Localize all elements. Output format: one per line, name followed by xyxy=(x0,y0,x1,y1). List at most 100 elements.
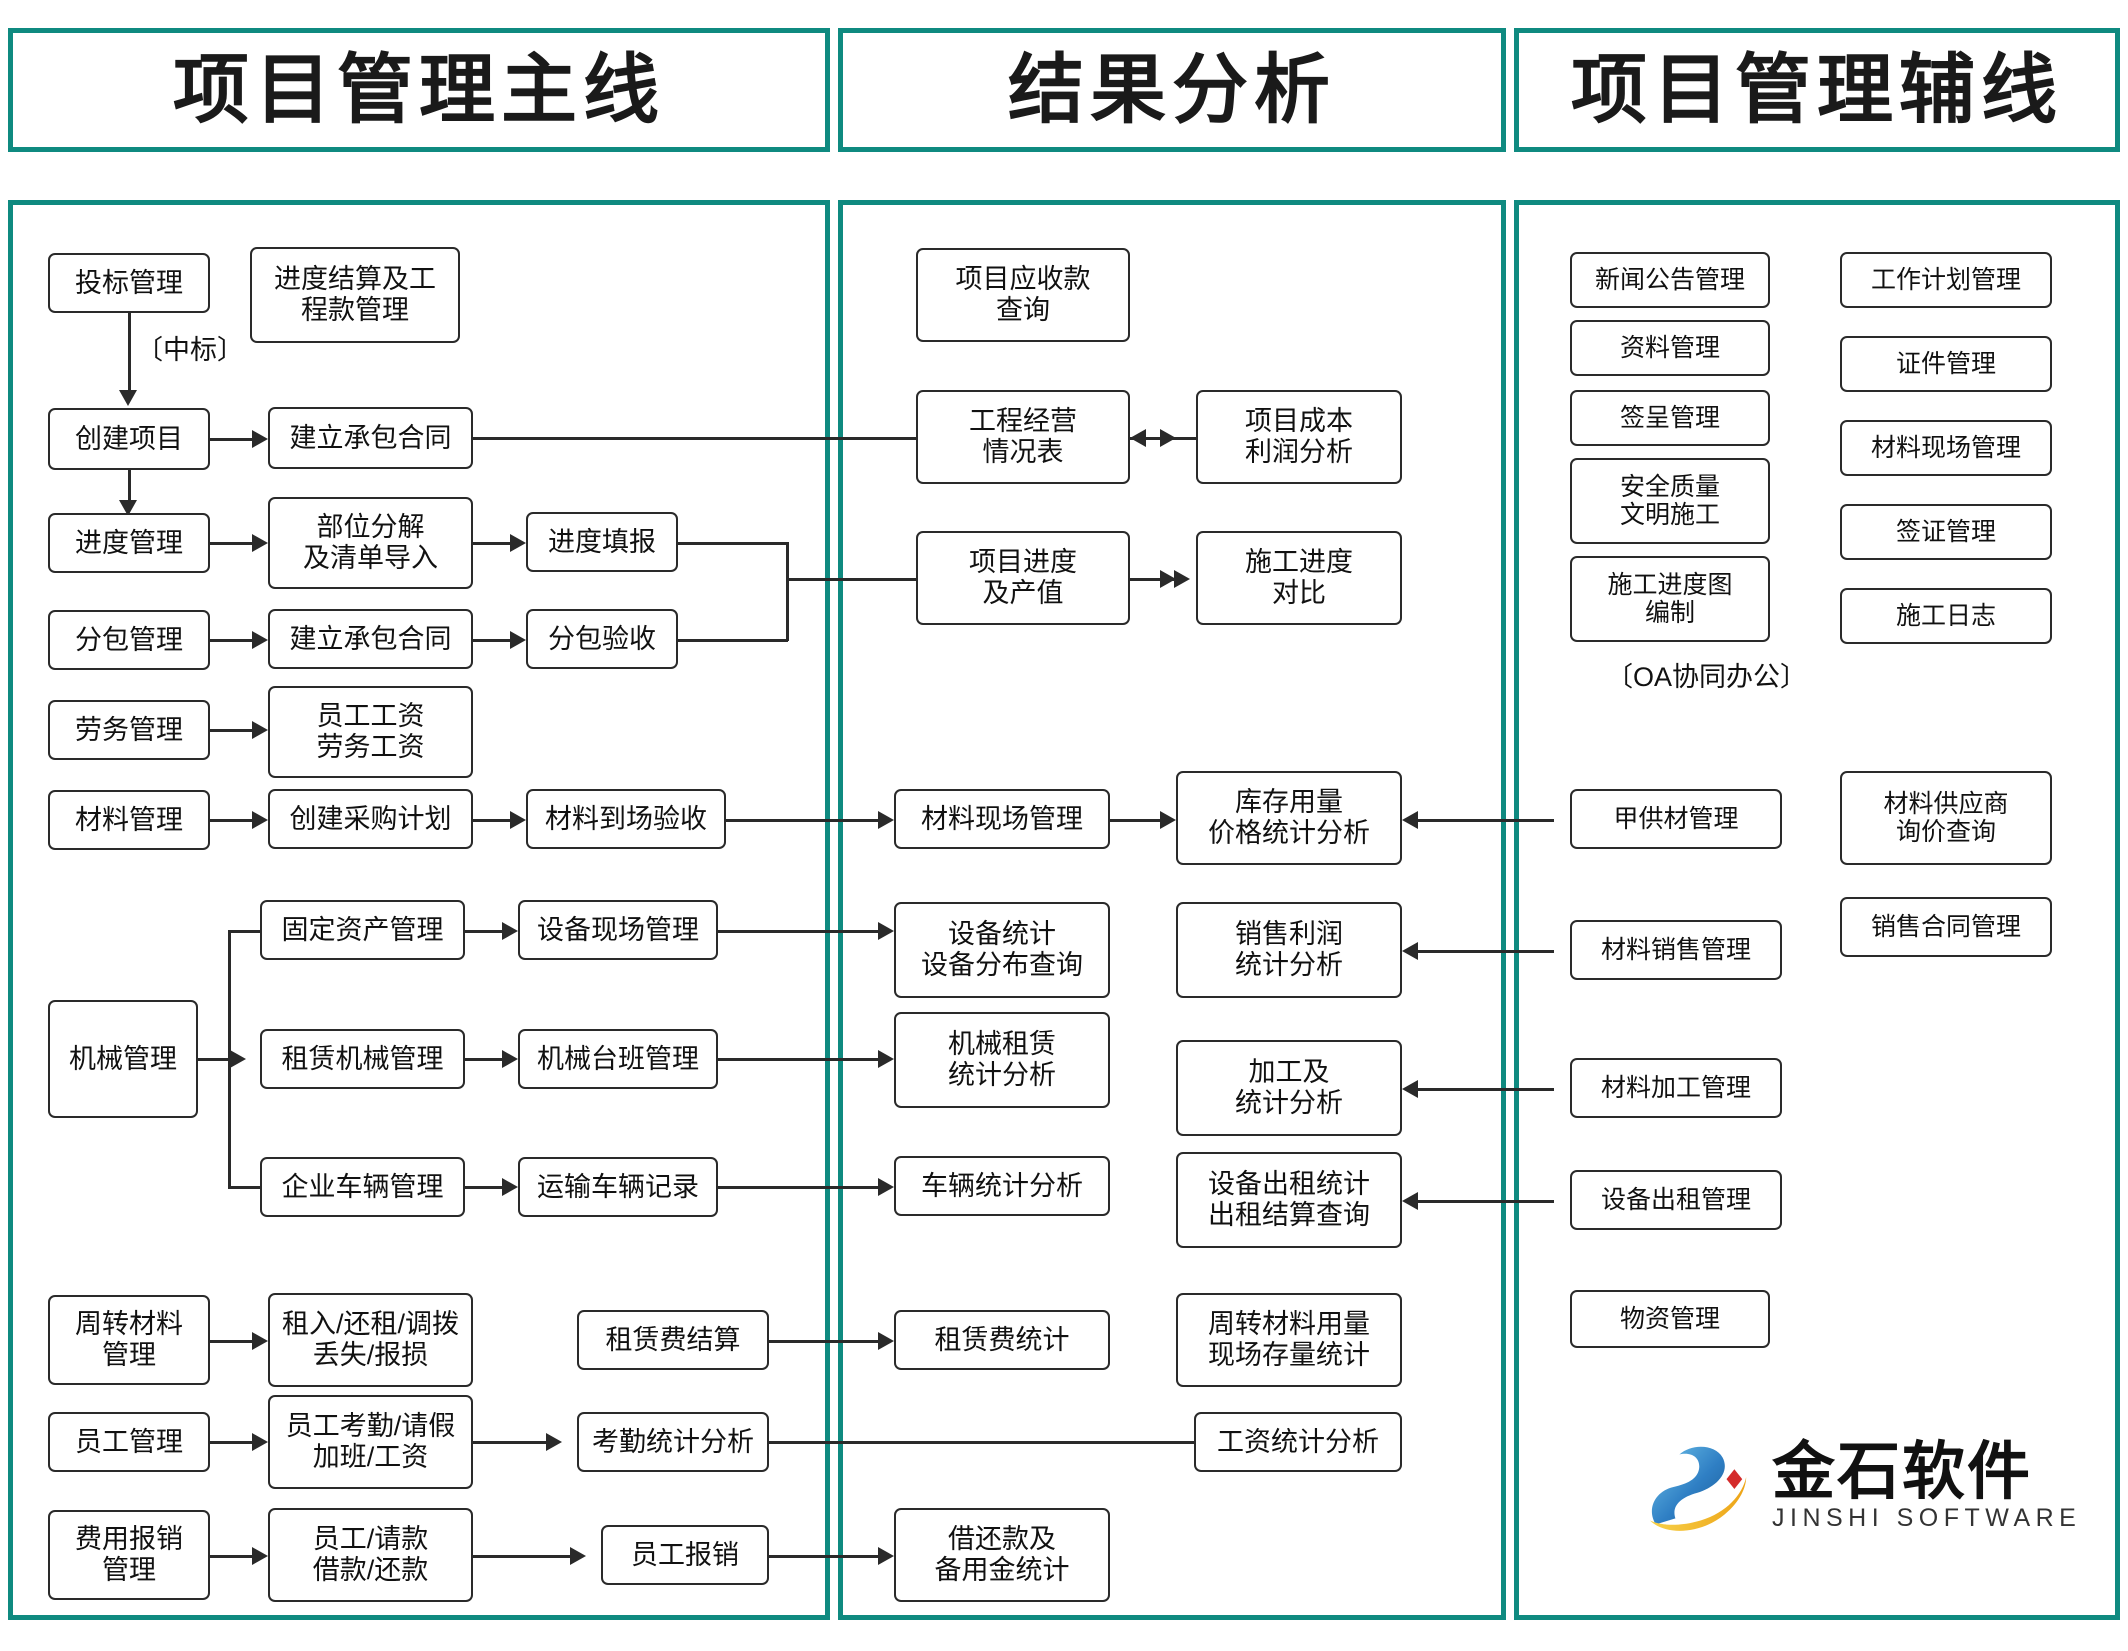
node-fixed-asset-mgmt[interactable]: 固定资产管理 xyxy=(260,900,465,960)
node-lease-fee-settle[interactable]: 租赁费结算 xyxy=(577,1310,769,1370)
node-material-site-mgmt[interactable]: 材料现场管理 xyxy=(894,789,1110,849)
node-attendance-leave[interactable]: 员工考勤/请假 加班/工资 xyxy=(268,1395,473,1489)
node-wage-stats[interactable]: 工资统计分析 xyxy=(1194,1412,1402,1472)
node-equip-rent-stats[interactable]: 设备出租统计 出租结算查询 xyxy=(1176,1152,1402,1248)
node-material-site-mgmt-2[interactable]: 材料现场管理 xyxy=(1840,420,2052,476)
node-transport-record[interactable]: 运输车辆记录 xyxy=(518,1157,718,1217)
node-turnover-usage-stats[interactable]: 周转材料用量 现场存量统计 xyxy=(1176,1293,1402,1387)
node-schedule-chart[interactable]: 施工进度图 编制 xyxy=(1570,556,1770,642)
node-submission-mgmt[interactable]: 签呈管理 xyxy=(1570,390,1770,446)
node-attendance-stats[interactable]: 考勤统计分析 xyxy=(577,1412,769,1472)
node-progress-report[interactable]: 进度填报 xyxy=(526,512,678,572)
node-setup-contract-1[interactable]: 建立承包合同 xyxy=(268,407,473,469)
node-subcontract-accept[interactable]: 分包验收 xyxy=(526,609,678,669)
node-supplier-inquiry[interactable]: 材料供应商 询价查询 xyxy=(1840,771,2052,865)
node-process-stats[interactable]: 加工及 统计分析 xyxy=(1176,1040,1402,1136)
line-process-mgmt-to-stats xyxy=(1418,1088,1554,1091)
node-lease-machine-mgmt[interactable]: 租赁机械管理 xyxy=(260,1029,465,1089)
node-staff-labor-wage[interactable]: 员工工资 劳务工资 xyxy=(268,686,473,778)
node-setup-contract-2[interactable]: 建立承包合同 xyxy=(268,609,473,669)
line-staff-loan-to-reimb xyxy=(473,1555,577,1558)
arrow-cost-profit-to-ops xyxy=(1130,429,1146,447)
node-project-progress-val[interactable]: 项目进度 及产值 xyxy=(916,531,1130,625)
arrow-progress-to-part xyxy=(252,534,268,552)
node-rent-return-transfer[interactable]: 租入/还租/调拨 丢失/报损 xyxy=(268,1293,473,1387)
header-aux-line: 项目管理辅线 xyxy=(1514,28,2120,152)
node-company-vehicle-mgmt[interactable]: 企业车辆管理 xyxy=(260,1157,465,1217)
node-machine-shift-mgmt[interactable]: 机械台班管理 xyxy=(518,1029,718,1089)
header-main-line: 项目管理主线 xyxy=(8,28,830,152)
header-main-line-label: 项目管理主线 xyxy=(173,45,665,134)
node-material-mgmt[interactable]: 材料管理 xyxy=(48,790,210,850)
line-create-to-progress xyxy=(128,470,131,508)
node-owner-material-mgmt[interactable]: 甲供材管理 xyxy=(1570,789,1782,849)
arrow-arrival-to-site-mgmt xyxy=(878,811,894,829)
node-construction-compare[interactable]: 施工进度 对比 xyxy=(1196,531,1402,625)
node-material-sales-mgmt[interactable]: 材料销售管理 xyxy=(1570,920,1782,980)
annotation-win-bid: 〔中标〕 xyxy=(136,335,244,365)
arrow-equip-site-to-stats xyxy=(878,922,894,940)
line-expense-to-staff-loan xyxy=(210,1555,258,1558)
node-project-ops-table[interactable]: 工程经营 情况表 xyxy=(916,390,1130,484)
jinshi-logo-mark xyxy=(1640,1430,1758,1542)
node-machinery-mgmt[interactable]: 机械管理 xyxy=(48,1000,198,1118)
node-staff-payment-loan[interactable]: 员工/请款 借款/还款 xyxy=(268,1508,473,1602)
line-arrival-to-site-mgmt xyxy=(726,819,886,822)
node-work-plan-mgmt[interactable]: 工作计划管理 xyxy=(1840,252,2052,308)
node-material-arrival[interactable]: 材料到场验收 xyxy=(526,789,726,849)
arrow-shift-to-lease-stats xyxy=(878,1050,894,1068)
node-vehicle-stats[interactable]: 车辆统计分析 xyxy=(894,1156,1110,1216)
brand-logo: 金石软件 JINSHI SOFTWARE xyxy=(1640,1430,2081,1542)
arrow-reimb-to-loan-stats xyxy=(878,1547,894,1565)
arrow-contract2-to-accept xyxy=(510,631,526,649)
node-progress-settlement[interactable]: 进度结算及工 程款管理 xyxy=(250,247,460,343)
node-progress-mgmt[interactable]: 进度管理 xyxy=(48,513,210,573)
node-equip-site-mgmt[interactable]: 设备现场管理 xyxy=(518,900,718,960)
node-part-breakdown[interactable]: 部位分解 及清单导入 xyxy=(268,497,473,589)
arrow-purchase-to-arrival xyxy=(510,811,526,829)
arrow-vehicle-to-transport xyxy=(502,1178,518,1196)
arrow-process-mgmt-to-stats xyxy=(1402,1080,1418,1098)
node-supplies-mgmt[interactable]: 物资管理 xyxy=(1570,1290,1770,1348)
node-equip-stats-dist[interactable]: 设备统计 设备分布查询 xyxy=(894,902,1110,998)
node-employee-mgmt[interactable]: 员工管理 xyxy=(48,1412,210,1472)
line-sales-mgmt-to-profit xyxy=(1418,950,1554,953)
node-sales-contract-mgmt[interactable]: 销售合同管理 xyxy=(1840,897,2052,957)
node-project-cost-profit[interactable]: 项目成本 利润分析 xyxy=(1196,390,1402,484)
line-attendance-stats-to-wage xyxy=(769,1441,1194,1444)
arrow-sales-mgmt-to-profit xyxy=(1402,942,1418,960)
node-create-project[interactable]: 创建项目 xyxy=(48,408,210,470)
node-subcontract-mgmt[interactable]: 分包管理 xyxy=(48,610,210,670)
node-news-notice-mgmt[interactable]: 新闻公告管理 xyxy=(1570,252,1770,308)
arrow-labor-to-wage xyxy=(252,721,268,739)
node-loan-reserve-stats[interactable]: 借还款及 备用金统计 xyxy=(894,1508,1110,1602)
line-turnover-to-rent xyxy=(210,1340,258,1343)
node-sales-profit-stats[interactable]: 销售利润 统计分析 xyxy=(1176,902,1402,998)
node-material-process-mgmt[interactable]: 材料加工管理 xyxy=(1570,1058,1782,1118)
node-employee-reimb[interactable]: 员工报销 xyxy=(601,1525,769,1585)
node-bid-mgmt[interactable]: 投标管理 xyxy=(48,253,210,313)
line-bracket-vertical xyxy=(786,542,789,641)
node-machine-lease-stats[interactable]: 机械租赁 统计分析 xyxy=(894,1012,1110,1108)
node-certificate-mgmt[interactable]: 证件管理 xyxy=(1840,336,2052,392)
node-construction-log[interactable]: 施工日志 xyxy=(1840,588,2052,644)
header-aux-line-label: 项目管理辅线 xyxy=(1571,45,2063,134)
node-lease-fee-stats[interactable]: 租赁费统计 xyxy=(894,1310,1110,1370)
node-labor-mgmt[interactable]: 劳务管理 xyxy=(48,700,210,760)
node-document-mgmt[interactable]: 资料管理 xyxy=(1570,320,1770,376)
line-contract-to-ops-table xyxy=(473,437,1167,440)
line-lease-settle-to-stats xyxy=(769,1340,886,1343)
node-create-purchase-plan[interactable]: 创建采购计划 xyxy=(268,789,473,849)
node-project-receivable[interactable]: 项目应收款 查询 xyxy=(916,248,1130,342)
line-progress-val-to-compare xyxy=(1130,578,1180,581)
arrow-owner-material-to-stock xyxy=(1402,811,1418,829)
node-turnover-material[interactable]: 周转材料 管理 xyxy=(48,1295,210,1385)
line-create-to-contract xyxy=(210,438,258,441)
node-visa-mgmt[interactable]: 签证管理 xyxy=(1840,504,2052,560)
node-expense-reimb-mgmt[interactable]: 费用报销 管理 xyxy=(48,1510,210,1600)
line-branch-vehicle xyxy=(228,1186,260,1189)
node-safety-quality[interactable]: 安全质量 文明施工 xyxy=(1570,458,1770,544)
node-equip-rent-mgmt[interactable]: 设备出租管理 xyxy=(1570,1170,1782,1230)
line-equip-rent-mgmt-to-stats xyxy=(1418,1200,1554,1203)
node-stock-usage-price[interactable]: 库存用量 价格统计分析 xyxy=(1176,771,1402,865)
